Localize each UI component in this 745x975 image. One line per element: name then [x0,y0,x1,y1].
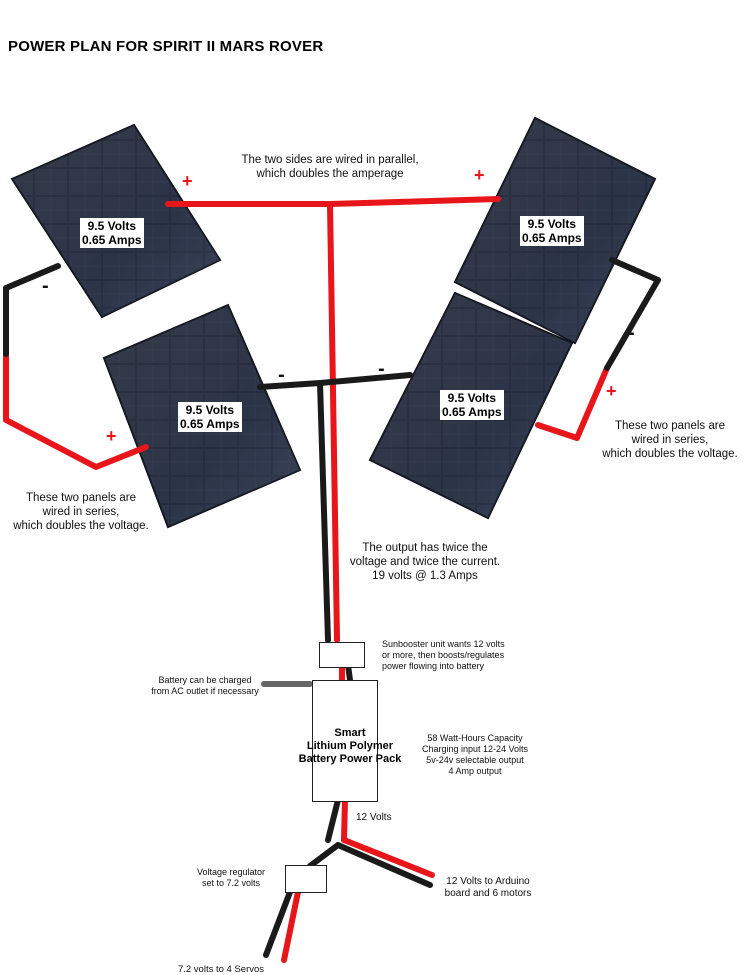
regulator-black-wire [307,842,341,869]
twelve-volts-label: 12 Volts [356,812,392,823]
minus-sign-center-right: - [378,358,385,380]
minus-sign-right: - [628,322,635,344]
negative-wires [3,257,661,958]
positive-wires [3,196,610,963]
right-series-red-wire [535,365,610,441]
servo-black-wire [263,889,293,958]
arduino-red-wire [341,837,435,878]
battery-red-out [341,797,348,843]
plus-sign-bottom-left: + [106,426,117,446]
page-title: POWER PLAN FOR SPIRIT II MARS ROVER [8,38,324,55]
arduino-black-wire [335,842,433,888]
plus-sign-top-left: + [182,171,193,191]
parallel-bus-wire [165,196,501,207]
right-series-black-wire [604,257,661,371]
output-black-wire [317,380,331,643]
battery-pack [312,680,378,802]
minus-sign-center-left: - [278,364,285,386]
left-series-black-wire [3,263,61,357]
left-series-red-wire [3,351,149,470]
servos-note: 7.2 volts to 4 Servos [177,964,265,975]
output-red-wire [327,201,340,643]
battery-black-out [325,797,341,843]
servo-red-wire [281,889,301,963]
plus-sign-bottom-right: + [606,381,617,401]
voltage-regulator [285,865,327,893]
plus-sign-top-right: + [474,165,485,185]
parallel-note: The two sides are wired in parallel,whic… [241,154,419,180]
minus-sign-left: - [42,275,49,297]
sunbooster-unit [319,642,365,668]
